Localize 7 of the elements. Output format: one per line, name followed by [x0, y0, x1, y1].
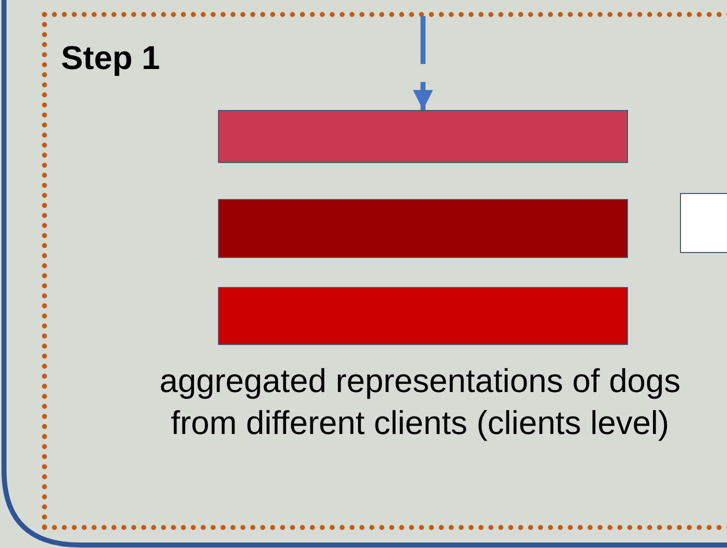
feature-bar — [218, 287, 628, 345]
feature-bar — [218, 110, 628, 163]
empty-box — [680, 193, 727, 253]
arrow — [413, 16, 433, 110]
caption-text: aggregated representations of dogs from different clients (clients level) — [158, 361, 682, 443]
feature-bar — [218, 199, 628, 258]
step-heading: Step 1 — [61, 39, 160, 77]
